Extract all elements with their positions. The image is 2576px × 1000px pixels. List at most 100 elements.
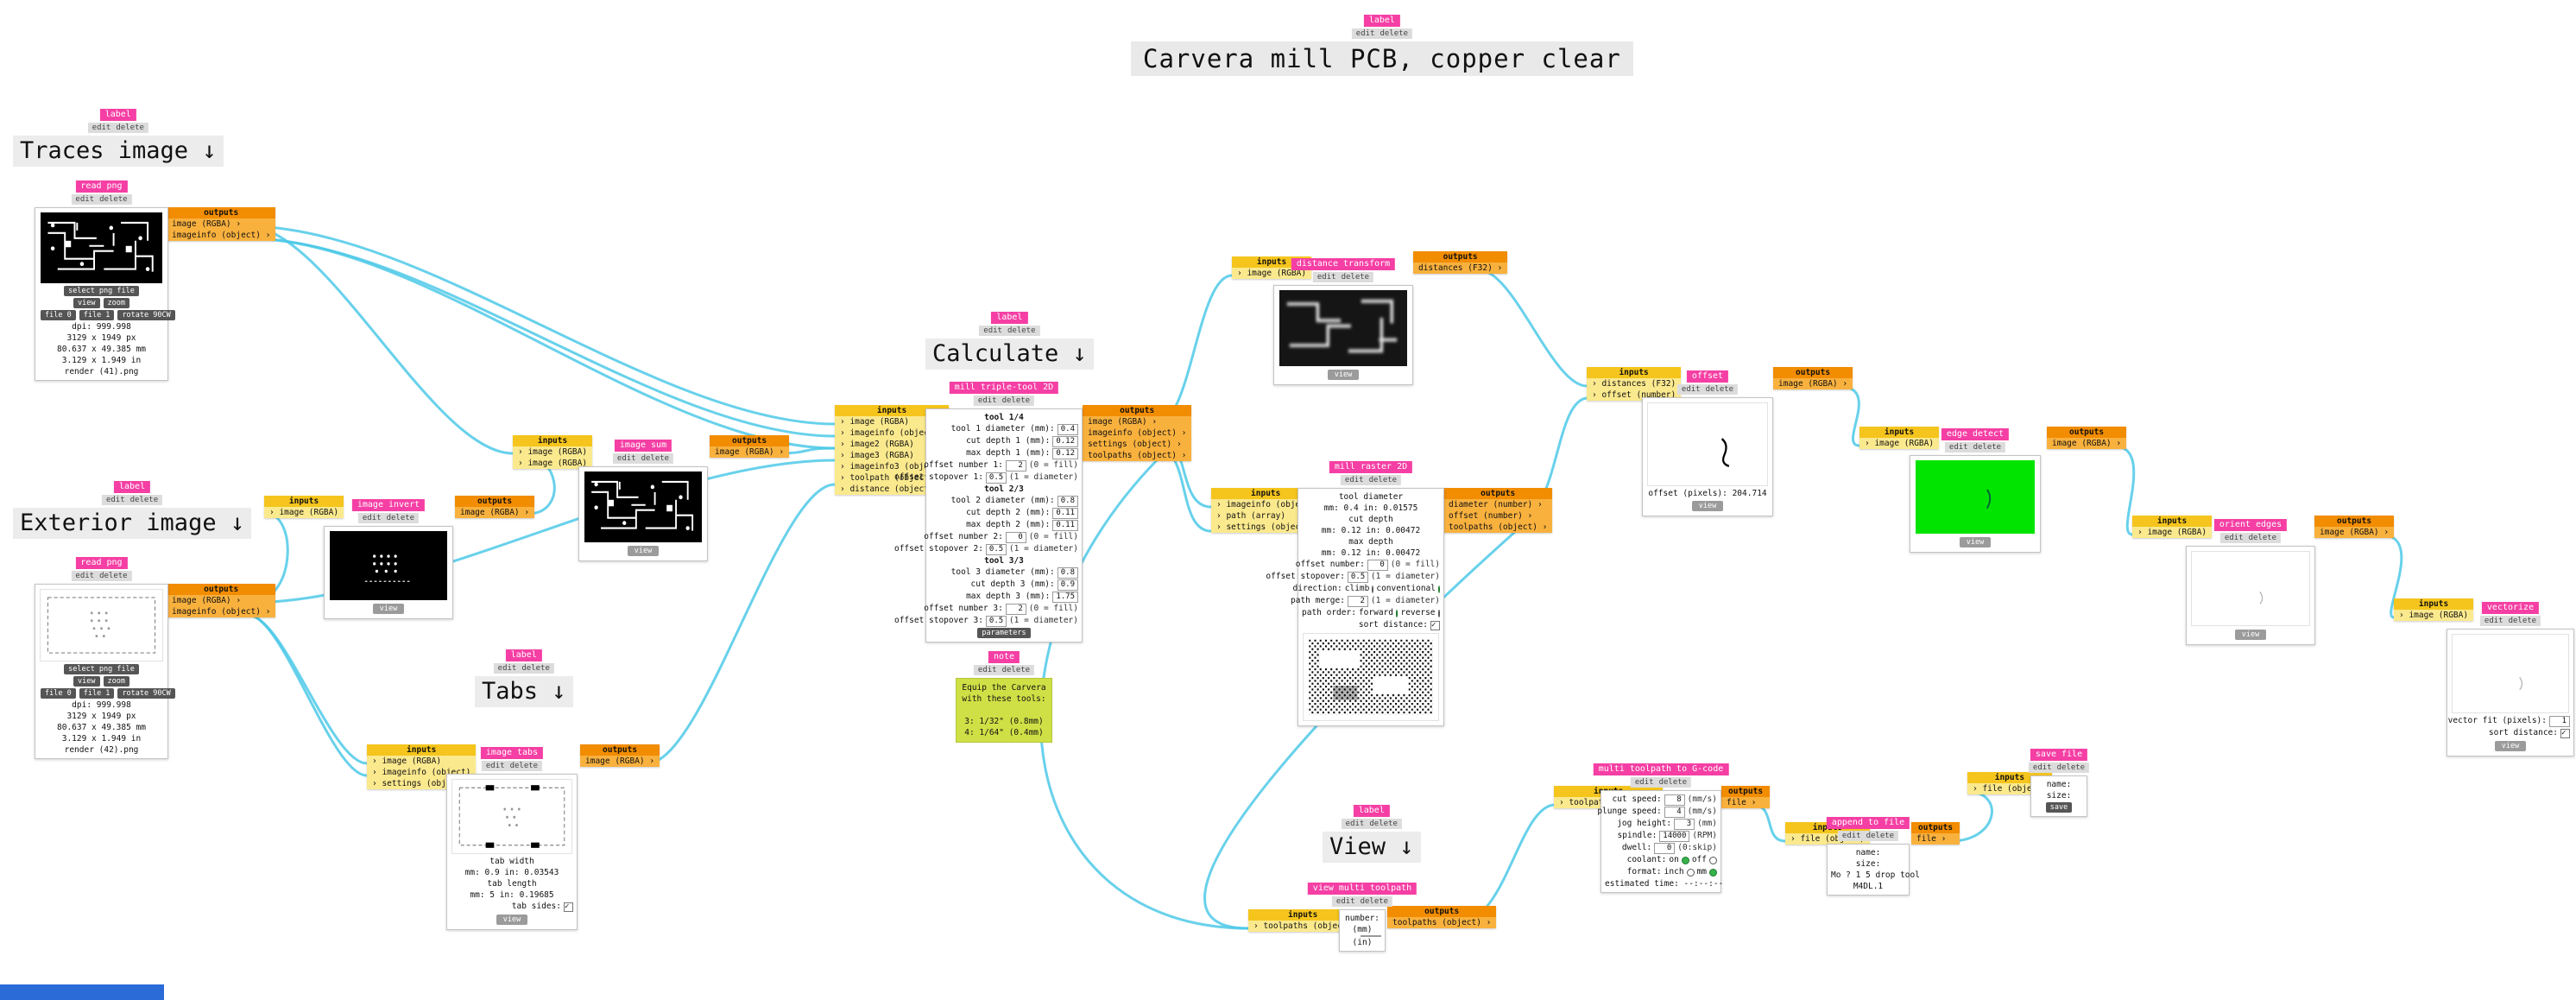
mill-triple-tool-2d-inputs-port-imageinfo3-object[interactable]: › imageinfo3 (object) (835, 461, 950, 472)
read-png-exterior-delete-button[interactable]: delete (99, 572, 128, 580)
tab-sides-checkbox[interactable] (564, 901, 573, 913)
heading-traces-image-title-badge[interactable]: label (99, 109, 136, 121)
cut-depth-3-mm-input[interactable]: 0.9 (1057, 579, 1078, 591)
mill-triple-tool-2d-inputs-port-imageinfo-object[interactable]: › imageinfo (object) (835, 427, 950, 439)
save-button[interactable]: save (2045, 802, 2073, 813)
append-to-file-outputs-port-file[interactable]: file › (1911, 833, 1960, 845)
offset-number-1-input[interactable]: 2 (1005, 459, 1026, 472)
view-button[interactable]: view (73, 676, 100, 687)
mill-triple-tool-2d-outputs-port-image-rgba[interactable]: image (RGBA) › (1083, 416, 1192, 427)
image-sum-delete-button[interactable]: delete (641, 454, 670, 463)
graph-title-edit-button[interactable]: edit (1355, 29, 1375, 38)
off-radio[interactable] (1709, 856, 1717, 864)
orient-edges-title-badge[interactable]: orient edges (2213, 519, 2288, 531)
image-sum-inputs-port-image-rgba[interactable]: › image (RGBA) (513, 458, 593, 469)
read-png-exterior-outputs-port-image-rgba[interactable]: image (RGBA) › (167, 595, 276, 606)
heading-traces-image-edit-button[interactable]: edit (92, 123, 111, 132)
sort-distance-checkbox[interactable] (1430, 619, 1440, 631)
mill-triple-tool-2d-title-badge[interactable]: mill triple-tool 2D (949, 382, 1059, 394)
offset-number-2-input[interactable]: 0 (1005, 531, 1026, 543)
mill-triple-tool-2d-inputs-port-toolpath-object[interactable]: › toolpath (object) (835, 472, 950, 484)
view-button[interactable]: view (1327, 370, 1360, 380)
mill-raster-2d-delete-button[interactable]: delete (1368, 476, 1398, 484)
select-png-file-button[interactable]: select png file (64, 286, 139, 296)
offset-inputs-port-distances-f32[interactable]: › distances (F32) (1587, 378, 1682, 389)
heading-tabs-edit-button[interactable]: edit (497, 664, 517, 673)
file-1-button[interactable]: file 1 (79, 310, 115, 320)
mill-raster-2d-title-badge[interactable]: mill raster 2D (1329, 461, 1413, 473)
mill-raster-2d-inputs-port-path-array[interactable]: › path (array) (1211, 510, 1321, 522)
heading-exterior-image-delete-button[interactable]: delete (129, 496, 159, 504)
vectorize-inputs-port-image-rgba[interactable]: › image (RGBA) (2394, 610, 2474, 621)
offset-delete-button[interactable]: delete (1705, 385, 1734, 394)
file-0-button[interactable]: file 0 (41, 688, 76, 699)
mill-raster-2d-outputs-port-diameter-number[interactable]: diameter (number) › (1443, 499, 1553, 510)
image-tabs-delete-button[interactable]: delete (509, 762, 539, 770)
climb-radio[interactable] (1372, 585, 1374, 593)
save-file-edit-button[interactable]: edit (2032, 763, 2052, 772)
heading-view-delete-button[interactable]: delete (1369, 820, 1398, 828)
read-png-traces-outputs-port-imageinfo-object[interactable]: imageinfo (object) › (167, 230, 276, 241)
view-button[interactable]: view (372, 604, 405, 614)
image-sum-inputs-port-image-rgba[interactable]: › image (RGBA) (513, 446, 593, 458)
mill-triple-tool-2d-inputs-port-image-rgba[interactable]: › image (RGBA) (835, 416, 950, 427)
mill-raster-2d-inputs-port-imageinfo-object[interactable]: › imageinfo (object) (1211, 499, 1321, 510)
image-tabs-inputs-port-image-rgba[interactable]: › image (RGBA) (367, 756, 477, 767)
heading-exterior-image-title-badge[interactable]: label (113, 481, 151, 493)
distance-transform-inputs-port-image-rgba[interactable]: › image (RGBA) (1232, 268, 1312, 279)
distance-transform-title-badge[interactable]: distance transform (1291, 258, 1396, 270)
append-to-file-edit-button[interactable]: edit (1841, 832, 1861, 840)
offset-edit-button[interactable]: edit (1681, 385, 1701, 394)
zoom-button[interactable]: zoom (103, 676, 129, 687)
offset-outputs-port-image-rgba[interactable]: image (RGBA) › (1773, 378, 1853, 389)
heading-tabs-title-badge[interactable]: label (505, 649, 542, 661)
file-1-button[interactable]: file 1 (79, 688, 115, 699)
distance-transform-delete-button[interactable]: delete (1341, 273, 1370, 282)
graph-title-delete-button[interactable]: delete (1380, 29, 1408, 38)
image-tabs-title-badge[interactable]: image tabs (480, 747, 544, 759)
rotate-90cw-button[interactable]: rotate 90CW (117, 310, 175, 320)
multi-toolpath-to-gcode-title-badge[interactable]: multi toolpath to G-code (1593, 763, 1729, 775)
zoom-button[interactable]: zoom (103, 298, 129, 308)
mill-triple-tool-2d-inputs-port-image2-rgba[interactable]: › image2 (RGBA) (835, 439, 950, 450)
tool-2-diameter-mm-input[interactable]: 0.8 (1057, 495, 1078, 507)
note-title-badge[interactable]: note (988, 651, 1020, 663)
view-multi-toolpath-edit-button[interactable]: edit (1335, 897, 1355, 906)
reverse-radio[interactable] (1437, 609, 1440, 617)
max-depth-3-mm-input[interactable]: 1.75 (1052, 591, 1078, 603)
vectorize-edit-button[interactable]: edit (2484, 617, 2503, 625)
edge-detect-inputs-port-image-rgba[interactable]: › image (RGBA) (1859, 438, 1940, 449)
offset-number-3-input[interactable]: 2 (1005, 603, 1026, 615)
offset-stopover-3-input[interactable]: 0.5 (985, 615, 1007, 627)
plunge-speed-input[interactable]: 4 (1664, 806, 1685, 818)
max-depth-1-mm-input[interactable]: 0.12 (1052, 447, 1078, 459)
heading-view-title-badge[interactable]: label (1353, 805, 1390, 817)
cut-speed-input[interactable]: 8 (1664, 794, 1685, 806)
image-invert-outputs-port-image-rgba[interactable]: image (RGBA) › (455, 507, 535, 518)
image-invert-title-badge[interactable]: image invert (351, 499, 426, 511)
offset-number-input[interactable]: 0 (1367, 559, 1388, 571)
heading-calculate-delete-button[interactable]: delete (1007, 326, 1036, 335)
mill-raster-2d-edit-button[interactable]: edit (1344, 476, 1364, 484)
offset-stopover-2-input[interactable]: 0.5 (985, 543, 1007, 555)
mill-triple-tool-2d-inputs-port-image3-rgba[interactable]: › image3 (RGBA) (835, 450, 950, 461)
orient-edges-edit-button[interactable]: edit (2224, 534, 2244, 542)
read-png-exterior-title-badge[interactable]: read png (75, 557, 128, 569)
distance-transform-edit-button[interactable]: edit (1316, 273, 1336, 282)
rotate-90cw-button[interactable]: rotate 90CW (117, 688, 175, 699)
read-png-traces-outputs-port-image-rgba[interactable]: image (RGBA) › (167, 218, 276, 230)
image-invert-delete-button[interactable]: delete (386, 514, 415, 522)
max-depth-2-mm-input[interactable]: 0.11 (1052, 519, 1078, 531)
mill-triple-tool-2d-outputs-port-imageinfo-object[interactable]: imageinfo (object) › (1083, 427, 1192, 439)
read-png-traces-title-badge[interactable]: read png (75, 180, 128, 193)
image-sum-title-badge[interactable]: image sum (614, 440, 672, 452)
on-radio[interactable] (1681, 856, 1689, 864)
view-button[interactable]: view (2234, 630, 2267, 640)
spindle-input[interactable]: 14000 (1659, 830, 1690, 842)
mill-triple-tool-2d-edit-button[interactable]: edit (977, 396, 997, 405)
image-tabs-outputs-port-image-rgba[interactable]: image (RGBA) › (580, 756, 660, 767)
read-png-traces-edit-button[interactable]: edit (75, 195, 95, 204)
vector-fit-pixels-input[interactable]: 1 (2549, 715, 2570, 727)
vectorize-title-badge[interactable]: vectorize (2481, 602, 2540, 614)
